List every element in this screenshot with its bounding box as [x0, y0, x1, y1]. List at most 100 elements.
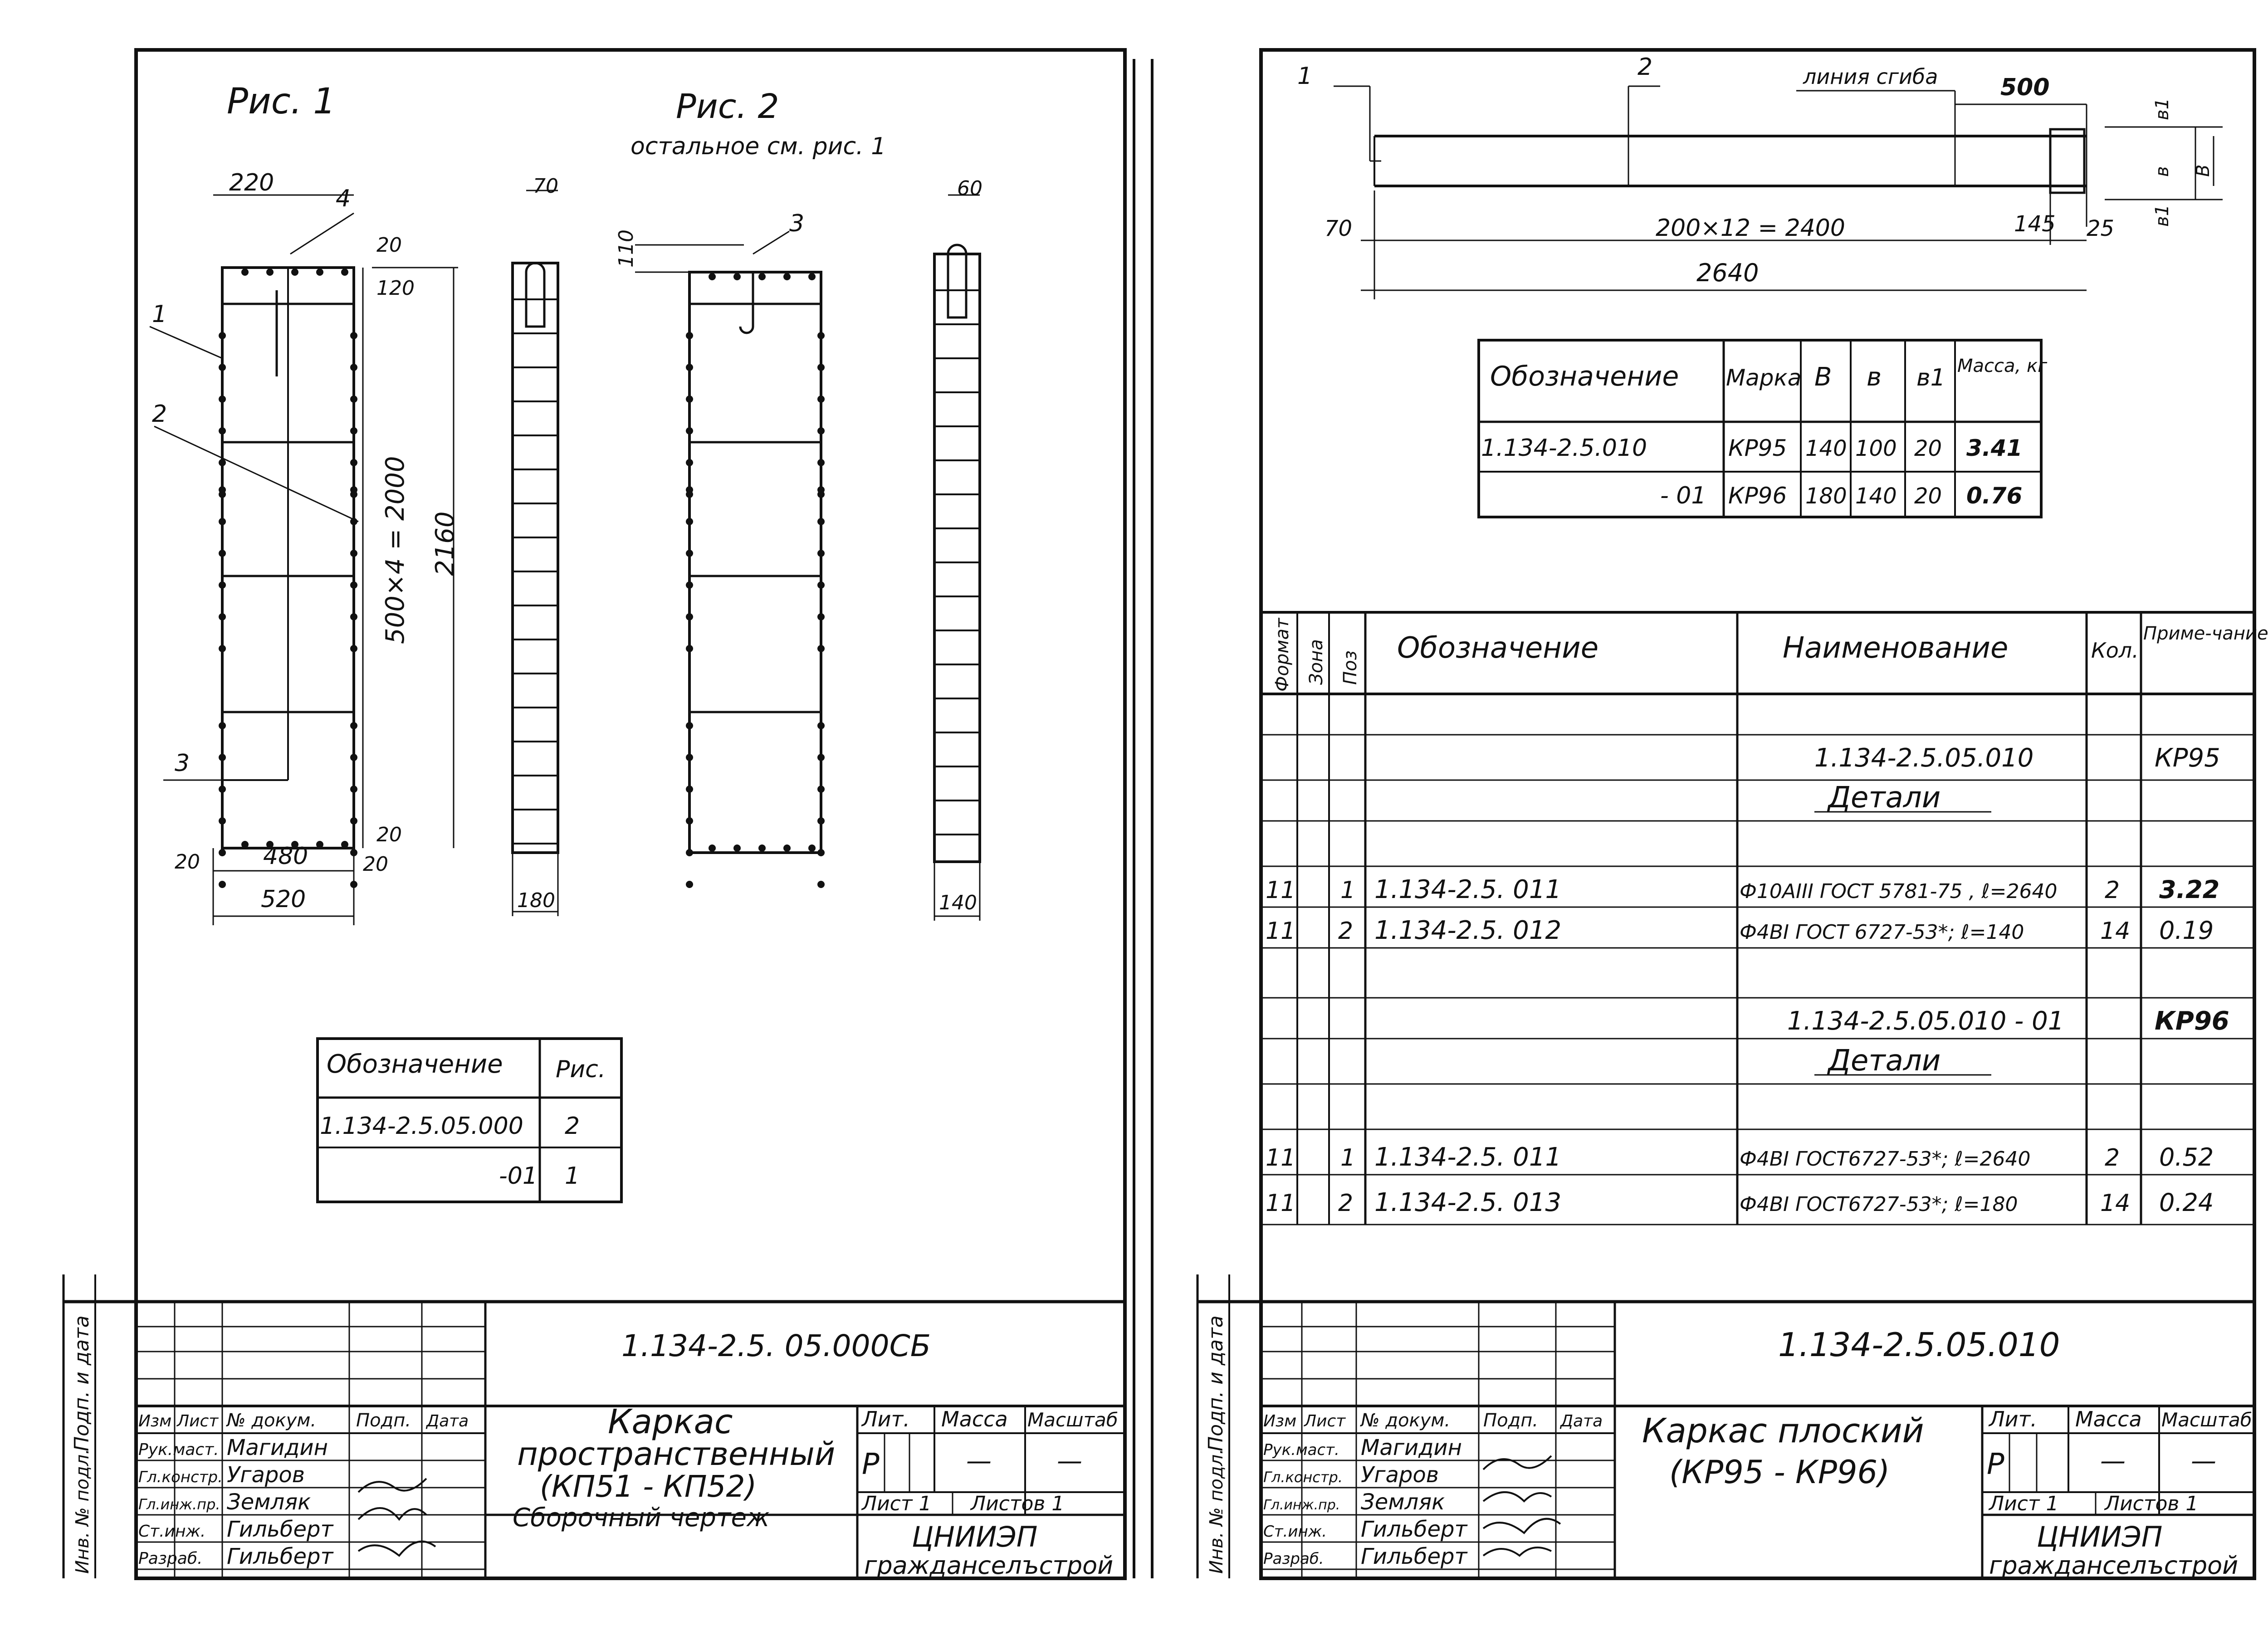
- lt-h-designation: Обозначение: [327, 1049, 503, 1079]
- left-col-list: Лист: [176, 1412, 219, 1430]
- rebar-dot: [817, 427, 825, 434]
- dim-520: 520: [261, 886, 306, 913]
- left-role-4: Разраб.: [138, 1549, 202, 1568]
- spec-g1-r2-qty: 14: [2100, 918, 2130, 945]
- rebar-dot: [350, 849, 357, 856]
- rebar-dot: [350, 754, 357, 761]
- spec-g2-r1-format: 11: [1266, 1144, 1295, 1172]
- pt-r2-b1: 20: [1914, 483, 1942, 509]
- pt-r2-mass: 0.76: [1966, 483, 2022, 509]
- left-name-0: Магидин: [227, 1435, 328, 1460]
- spec-g1-r1-format: 11: [1266, 877, 1295, 904]
- left-side-sign-date: Подп. и дата: [70, 1315, 93, 1451]
- right-name-1: Угаров: [1361, 1462, 1439, 1488]
- rebar-dot: [219, 817, 226, 825]
- rebar-dot: [817, 395, 825, 403]
- rebar-dot: [733, 844, 741, 852]
- spec-h-designation: Обозначение: [1397, 631, 1598, 665]
- dim-180: 180: [517, 889, 555, 912]
- left-side-inv: Инв. № подл.: [72, 1449, 93, 1574]
- left-col-sign: Подп.: [356, 1410, 411, 1431]
- spec-g1-sub: Детали: [1827, 781, 1941, 815]
- rebar-dot: [817, 786, 825, 793]
- left-role-2: Гл.инж.пр.: [138, 1496, 220, 1513]
- spec-g1-r1-pos: 1: [1340, 877, 1355, 904]
- pos-4: 4: [336, 185, 351, 212]
- left-stamp-org2: гражданселъстрой: [864, 1551, 1113, 1580]
- right-stamp-org1: ЦНИИЭП: [2037, 1520, 2162, 1553]
- rebar-dot: [350, 518, 357, 525]
- rebar-dot: [316, 268, 323, 276]
- pt-r1-mark: КР95: [1728, 435, 1787, 461]
- dim-20c: 20: [175, 850, 200, 874]
- pt-h-B: В: [1814, 362, 1832, 392]
- fig1-label: Рис. 1: [227, 81, 336, 122]
- spec-g1-r2-note: 0.19: [2159, 916, 2214, 945]
- rebar-dot: [350, 817, 357, 825]
- fig1-side-view: [511, 190, 559, 916]
- right-stamp-sheet: Лист 1: [1988, 1492, 2058, 1515]
- rebar-dot: [350, 459, 357, 466]
- fig2-note: остальное см. рис. 1: [631, 133, 886, 160]
- rebar-dot: [686, 486, 693, 493]
- r-dim-b1-top: в1: [2152, 98, 2173, 120]
- rebar-dot: [350, 486, 357, 493]
- spec-g1-r1-qty: 2: [2105, 877, 2120, 904]
- pt-r1-designation: 1.134-2.5.010: [1481, 434, 1647, 462]
- spec-g1-r1-name: Ф10АIII ГОСТ 5781-75 , ℓ=2640: [1740, 880, 2057, 903]
- dim-120: 120: [376, 277, 415, 300]
- rebar-dots: [219, 268, 825, 888]
- spec-h-pos: Поз: [1340, 650, 1361, 685]
- right-name-0: Магидин: [1361, 1435, 1462, 1460]
- left-role-3: Ст.инж.: [138, 1522, 205, 1541]
- rebar-dot: [817, 518, 825, 525]
- rebar-dot: [219, 395, 226, 403]
- left-stamp-lit-v: Р: [862, 1448, 880, 1481]
- left-title-block: [62, 1274, 1125, 1578]
- rebar-dot: [350, 613, 357, 620]
- spec-g1-r2-designation: 1.134-2.5. 012: [1374, 916, 1561, 945]
- dim-70: 70: [533, 175, 558, 198]
- pt-r1-B: 140: [1805, 436, 1847, 461]
- right-title-block: [1196, 1274, 2254, 1578]
- lt-row1-fig: 2: [565, 1113, 580, 1140]
- rebar-dot: [219, 518, 226, 525]
- rebar-dot: [808, 273, 816, 280]
- rebar-dot: [817, 754, 825, 761]
- r-pos-1: 2: [1637, 54, 1652, 81]
- rebar-dot: [817, 881, 825, 888]
- rebar-dot: [783, 844, 791, 852]
- right-stamp-title1: Каркас плоский: [1642, 1411, 1924, 1450]
- right-stamp-lit-h: Лит.: [1988, 1407, 2037, 1431]
- rebar-dot: [817, 817, 825, 825]
- rebar-dot: [350, 364, 357, 371]
- rebar-dot: [341, 268, 348, 276]
- bend-line-label: линия сгиба: [1803, 64, 1938, 89]
- rebar-dot: [758, 844, 766, 852]
- left-stamp-title1: Каркас: [608, 1402, 733, 1441]
- rebar-dot: [350, 395, 357, 403]
- rebar-dot: [817, 722, 825, 729]
- dim-20d: 20: [363, 853, 388, 876]
- spec-g2-r2-designation: 1.134-2.5. 013: [1374, 1188, 1561, 1217]
- r-dim-b: в: [2152, 166, 2173, 177]
- left-stamp-mass-v: —: [966, 1446, 992, 1476]
- spec-h-name: Наименование: [1783, 631, 2008, 665]
- rebar-dot: [219, 332, 226, 339]
- rebar-dot: [817, 459, 825, 466]
- dim-110: 110: [615, 229, 638, 268]
- spec-h-note: Приме-чание: [2143, 623, 2268, 644]
- spec-g1-r2-format: 11: [1266, 918, 1295, 945]
- rebar-dot: [291, 268, 298, 276]
- rebar-dot: [686, 518, 693, 525]
- rebar-dot: [686, 786, 693, 793]
- r-dim-70: 70: [1325, 216, 1352, 241]
- left-stamp-title2: пространственный: [517, 1435, 835, 1473]
- param-table: [1477, 339, 2043, 518]
- left-stamp-code: 1.134-2.5. 05.000СБ: [621, 1328, 931, 1363]
- pt-r2-B: 180: [1805, 483, 1847, 509]
- side-view-rungs: [513, 135, 2019, 844]
- spec-g2-r2-qty: 14: [2100, 1190, 2130, 1217]
- pt-h-b1: в1: [1916, 364, 1945, 391]
- spec-g1-r2-pos: 2: [1338, 918, 1353, 945]
